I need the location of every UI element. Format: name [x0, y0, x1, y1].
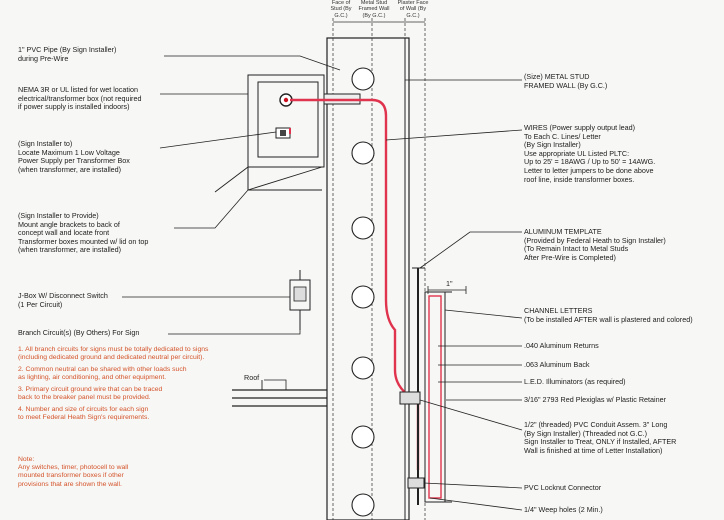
note-1: 1. All branch circuits for signs must be… — [18, 346, 209, 362]
nema-box-label: NEMA 3R or UL listed for wet location el… — [18, 85, 142, 112]
angle-brackets-label: (Sign Installer to Provide) Mount angle … — [18, 211, 149, 255]
leds-label: L.E.D. Illuminators (as required) — [524, 377, 626, 386]
locknut-label: PVC Locknut Connector — [524, 483, 602, 492]
channel-letters-label: CHANNEL LETTERS (To be installed AFTER w… — [524, 306, 693, 324]
returns-label: .040 Aluminum Returns — [524, 341, 599, 350]
note-2: 2. Common neutral can be shared with oth… — [18, 366, 187, 382]
weep-holes-label: 1/4" Weep holes (2 Min.) — [524, 505, 603, 514]
note-4: 4. Number and size of circuits for each … — [18, 406, 150, 422]
conduit-label: 1/2" (threaded) PVC Conduit Assem. 3" Lo… — [524, 420, 677, 455]
stud-wall-label: (Size) METAL STUD FRAMED WALL (By G.C.) — [524, 72, 608, 90]
header-plaster-face: Plaster Face of Wall (By G.C.) — [397, 0, 429, 19]
sign-installer-label: (Sign Installer to) Locate Maximum 1 Low… — [18, 139, 130, 174]
wires-label: WIRES (Power supply output lead) To Each… — [524, 123, 656, 184]
jbox-label: J-Box W/ Disconnect Switch (1 Per Circui… — [18, 291, 108, 309]
dimension-label: 1" — [446, 279, 453, 288]
roof-label: Roof — [244, 373, 260, 382]
header-metal-stud: Metal Stud Framed Wall (By G.C.) — [358, 0, 390, 19]
pvc-pipe-label: 1" PVC Pipe (By Sign Installer) during P… — [18, 45, 117, 63]
header-face-of-stud: Face of Stud (By G.C.) — [330, 0, 352, 19]
back-label: .063 Aluminum Back — [524, 360, 590, 369]
stud-knockouts — [351, 67, 375, 517]
template-label: ALUMINUM TEMPLATE (Provided by Federal H… — [524, 227, 666, 262]
trim-label: 3/16" 2793 Red Plexiglas w/ Plastic Reta… — [524, 395, 666, 404]
branch-circuit-label: Branch Circuit(s) (By Others) For Sign — [18, 328, 140, 337]
note-3: 3. Primary circuit ground wire that can … — [18, 386, 163, 402]
note-footer: Note: Any switches, timer, photocell to … — [18, 456, 129, 488]
